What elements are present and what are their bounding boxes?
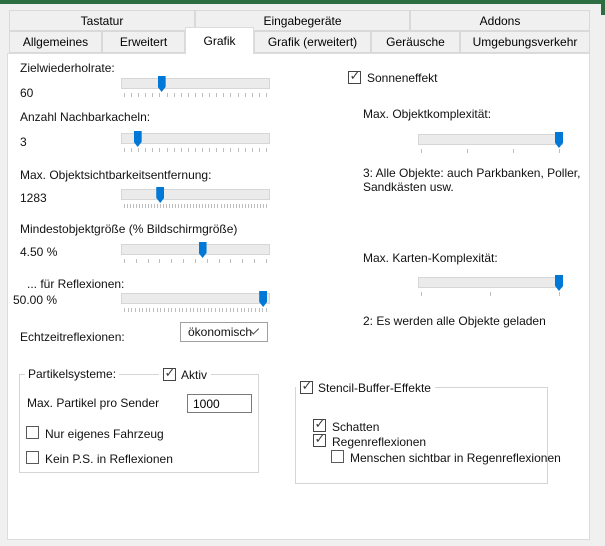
slider-ticks	[124, 259, 267, 263]
tab-label: Umgebungsverkehr	[472, 35, 578, 49]
slider-track[interactable]	[121, 293, 270, 304]
slider-ticks	[421, 149, 560, 153]
sonneneffekt-checkbox[interactable]	[348, 69, 362, 84]
slider-ticks	[421, 292, 560, 296]
tab-erweitert[interactable]: Erweitert	[102, 31, 185, 53]
slider-thumb[interactable]	[133, 131, 142, 147]
combo-selected-value: ökonomisch	[188, 325, 253, 339]
slider-thumb[interactable]	[156, 187, 165, 203]
mindestobjektgroesse-value: 4.50 %	[20, 245, 58, 259]
kein-ps-checkbox[interactable]	[26, 451, 39, 464]
slider-ticks	[124, 308, 267, 312]
stencil-buffer-checkbox[interactable]	[300, 379, 314, 394]
tab-geraeusche[interactable]: Geräusche	[371, 31, 460, 53]
schatten-label: Schatten	[332, 420, 380, 434]
tab-label: Allgemeines	[22, 35, 89, 49]
objektsichtbarkeit-value: 1283	[20, 191, 47, 205]
stencil-buffer-label: Stencil-Buffer-Effekte	[318, 380, 431, 395]
slider-thumb[interactable]	[555, 132, 563, 148]
schatten-checkbox[interactable]	[313, 417, 327, 432]
nachbarkacheln-value: 3	[20, 135, 27, 149]
slider-thumb[interactable]	[198, 242, 207, 258]
objektkomplexitaet-slider[interactable]	[418, 132, 563, 156]
tab-grafik[interactable]: Grafik	[185, 27, 254, 54]
objektkomplexitaet-description: 3: Alle Objekte: auch Parkbanken, Poller…	[363, 166, 581, 194]
slider-thumb[interactable]	[259, 291, 268, 307]
slider-track[interactable]	[121, 133, 270, 144]
partikelsysteme-group	[19, 374, 259, 473]
tab-label: Eingabegeräte	[263, 13, 342, 28]
kartenkomplexitaet-description: 2: Es werden alle Objekte geladen	[363, 314, 546, 328]
tab-label: Geräusche	[386, 35, 445, 49]
tab-label: Grafik (erweitert)	[267, 35, 358, 49]
slider-ticks	[124, 93, 267, 97]
slider-ticks	[124, 204, 267, 208]
tab-addons[interactable]: Addons	[410, 10, 590, 31]
nur-eigenes-fahrzeug-label: Nur eigenes Fahrzeug	[45, 427, 164, 441]
window-corner-edge	[601, 0, 605, 15]
kartenkomplexitaet-label: Max. Karten-Komplexität:	[363, 251, 498, 265]
tab-grafik-erweitert[interactable]: Grafik (erweitert)	[254, 31, 371, 53]
slider-track[interactable]	[121, 78, 270, 89]
regenreflexionen-checkbox[interactable]	[313, 432, 327, 447]
slider-track[interactable]	[418, 134, 563, 145]
fuer-reflexionen-slider[interactable]	[121, 291, 270, 315]
stencil-caption-row: Stencil-Buffer-Effekte	[296, 379, 435, 395]
tab-label: Erweitert	[119, 35, 168, 49]
partikelsysteme-caption: Partikelsysteme:	[25, 367, 120, 381]
menschen-checkbox[interactable]	[331, 450, 344, 463]
slider-track[interactable]	[121, 189, 270, 200]
tab-label: Addons	[479, 13, 521, 28]
aktiv-caption-row: Aktiv	[159, 366, 212, 382]
slider-track[interactable]	[121, 244, 270, 255]
objektkomplexitaet-label: Max. Objektkomplexität:	[363, 107, 492, 121]
tab-umgebungsverkehr[interactable]: Umgebungsverkehr	[460, 31, 590, 53]
max-partikel-input[interactable]	[187, 394, 252, 413]
kein-ps-label: Kein P.S. in Reflexionen	[45, 452, 173, 466]
window-top-edge	[0, 0, 605, 4]
slider-ticks	[124, 148, 267, 152]
tab-tastatur[interactable]: Tastatur	[9, 10, 195, 31]
echtzeitreflexionen-select[interactable]: ökonomisch	[180, 322, 268, 342]
fuer-reflexionen-value: 50.00 %	[13, 293, 58, 307]
nachbarkacheln-label: Anzahl Nachbarkacheln:	[20, 110, 151, 124]
tab-label: Tastatur	[80, 13, 124, 28]
nur-eigenes-fahrzeug-checkbox[interactable]	[26, 426, 39, 439]
slider-thumb[interactable]	[157, 76, 166, 92]
kartenkomplexitaet-slider[interactable]	[418, 275, 563, 299]
echtzeitreflexionen-label: Echtzeitreflexionen:	[20, 330, 125, 344]
max-partikel-label: Max. Partikel pro Sender	[27, 396, 160, 410]
zielwiederholrate-value: 60	[20, 86, 34, 100]
objektsichtbarkeit-label: Max. Objektsichtbarkeitsentfernung:	[20, 168, 212, 182]
slider-track[interactable]	[418, 277, 563, 288]
tab-allgemeines[interactable]: Allgemeines	[9, 31, 102, 53]
mindestobjektgroesse-slider[interactable]	[121, 242, 270, 266]
zielwiederholrate-label: Zielwiederholrate:	[20, 61, 115, 75]
aktiv-checkbox[interactable]	[163, 366, 177, 381]
aktiv-label: Aktiv	[181, 367, 208, 382]
tab-label: Grafik	[203, 34, 236, 48]
slider-thumb[interactable]	[555, 275, 563, 291]
nachbarkacheln-slider[interactable]	[121, 131, 270, 155]
mindestobjektgroesse-label: Mindestobjektgröße (% Bildschirmgröße)	[20, 222, 238, 236]
sonneneffekt-label: Sonneneffekt	[367, 71, 438, 85]
menschen-label: Menschen sichtbar in Regenreflexionen	[350, 451, 561, 465]
objektsichtbarkeit-slider[interactable]	[121, 187, 270, 211]
tab-eingabegeraete[interactable]: Eingabegeräte	[195, 10, 410, 31]
fuer-reflexionen-label: ... für Reflexionen:	[27, 277, 125, 291]
regenreflexionen-label: Regenreflexionen	[332, 435, 427, 449]
zielwiederholrate-slider[interactable]	[121, 76, 270, 100]
